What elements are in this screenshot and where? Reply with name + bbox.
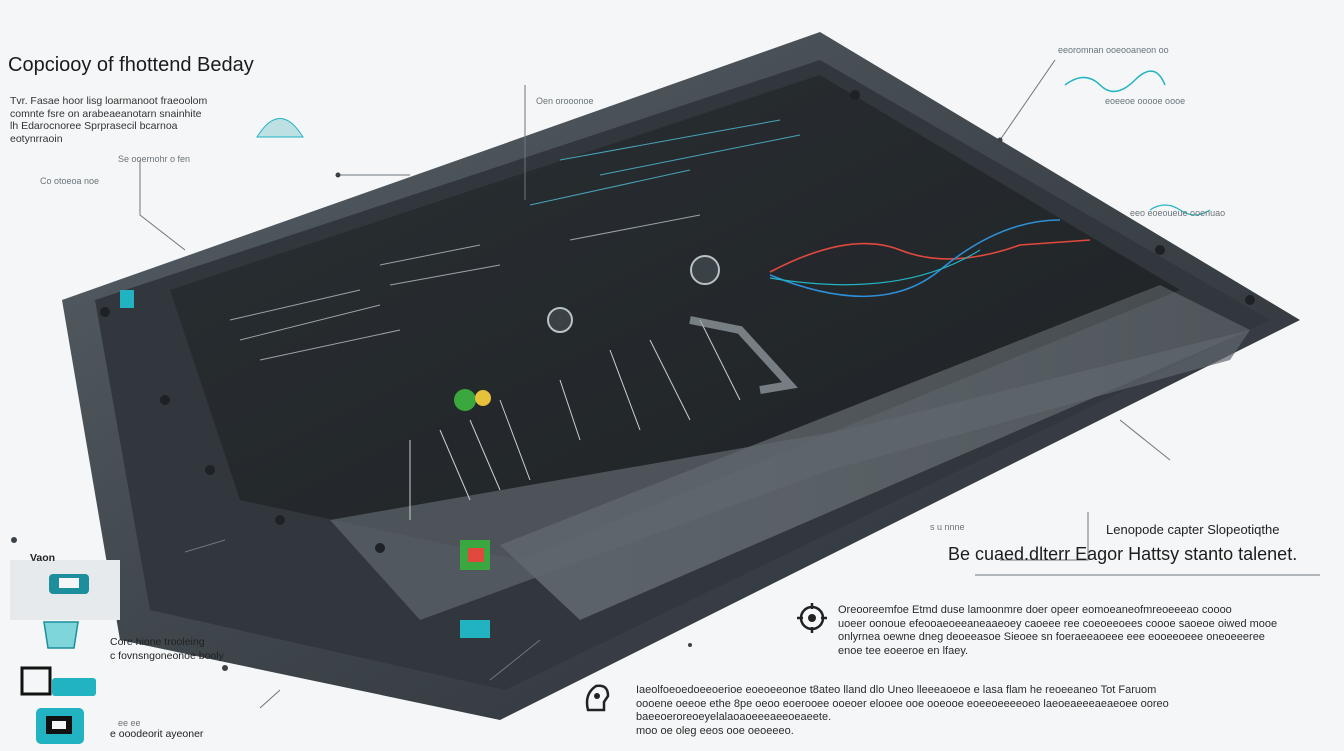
- text-line: oooene oeeoe ethe 8pe oeoo eoerooee ooeo…: [636, 697, 1169, 710]
- text-line: uoeer oonoue efeooaeoeeaneaaeoey caoeee …: [838, 617, 1278, 630]
- device-screen: [170, 75, 1180, 560]
- right-heading: Be cuaed.dlterr Eagor Hattsy stanto tale…: [948, 544, 1298, 564]
- intro-line: comnte fsre on arabeaeanotarn snainhite: [10, 107, 202, 120]
- right-text-block: Iaeolfoeoedoeeoerioe eoeoeeonoe t8ateo l…: [636, 684, 1169, 738]
- left-panel-text: c fovnsngoneonoe booly: [110, 650, 224, 662]
- callout-label: Se ooernohr o fen: [118, 154, 191, 164]
- text-line: onlyrnea oewne dneg deoeeasoe Sieoee sn …: [838, 631, 1265, 643]
- intro-line: Tvr. Fasae hoor lisg loarmanoot fraeoolo…: [10, 95, 208, 107]
- text-line: enoe tee eoeeroe en lfaey.: [838, 644, 969, 657]
- text-line: Iaeolfoeoedoeeoerioe eoeoeeonoe t8ateo l…: [636, 684, 1157, 696]
- green-module: [454, 389, 476, 411]
- left-panel-text: e ooodeorit ayeoner: [110, 728, 204, 740]
- right-caption: Lenopode capter Slopeotiqthe: [1106, 522, 1280, 537]
- intro-paragraph: Tvr. Fasae hoor lisg loarmanoot fraeoolo…: [10, 95, 207, 145]
- callout-label: eeo eoeoueue ooenuao: [1130, 208, 1226, 218]
- cup-icon: [40, 618, 84, 658]
- intro-line: lh Edarocnoree Sprprasecil bcarnoa: [10, 120, 178, 132]
- text-line: Oreooreemfoe Etmd duse lamoonmre doer op…: [838, 604, 1232, 616]
- right-text-block: Oreooreemfoe Etmd duse lamoonmre doer op…: [838, 604, 1277, 658]
- head-icon: [582, 680, 612, 714]
- page-title: Copciooy of fhottend Beday: [8, 54, 254, 76]
- gear-icon: [794, 600, 834, 640]
- device-icon: [45, 566, 95, 598]
- left-panel-label: Vaon: [30, 552, 56, 564]
- callout-label: eeoromnan ooeooaneon oo: [1058, 45, 1169, 55]
- callout-label: Oen orooonoe: [536, 96, 594, 106]
- callout-label: ee ee: [118, 718, 141, 728]
- battery-icon: [20, 664, 100, 700]
- callout-label: s u nnne: [930, 522, 965, 532]
- intro-line: eotynrraoin: [10, 132, 63, 145]
- callout-label: eoeeoe ooooe oooe: [1105, 96, 1186, 106]
- text-line: baeeoeroreoeyelalaoaoeeeaeeoeaeete.: [636, 711, 832, 723]
- text-line: moo oe oleg eeos ooe oeoeeeo.: [636, 724, 794, 737]
- board-icon: [34, 706, 98, 746]
- callout-label: Co otoeoa noe: [40, 176, 100, 186]
- left-panel-text: Core hione trooleing: [110, 636, 205, 648]
